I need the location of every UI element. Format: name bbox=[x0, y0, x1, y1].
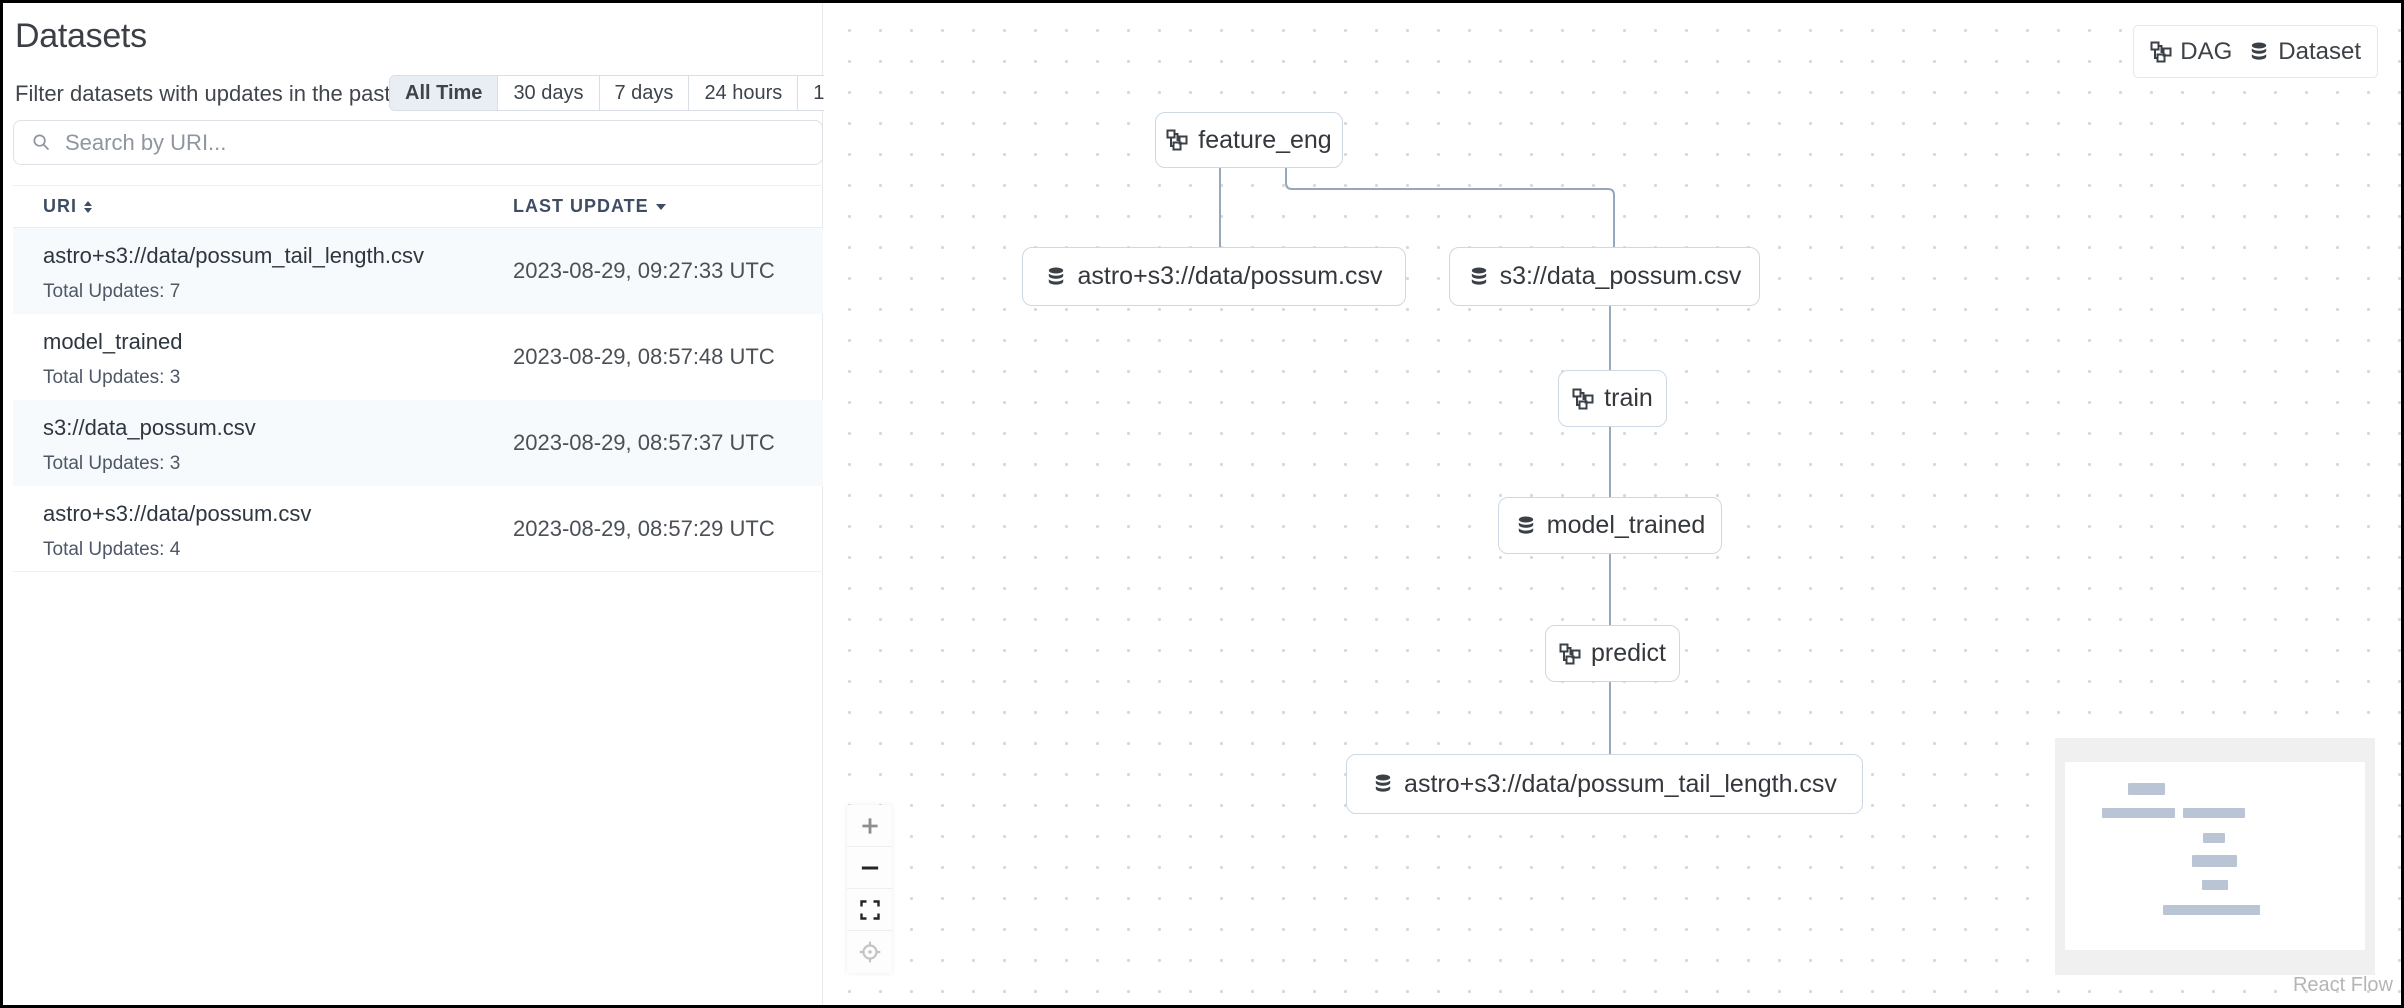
graph-legend: DAG Dataset bbox=[2133, 25, 2378, 78]
sort-icon bbox=[84, 200, 92, 213]
dataset-total-updates: Total Updates: 3 bbox=[43, 453, 181, 474]
dataset-last-update: 2023-08-29, 08:57:29 UTC bbox=[513, 515, 775, 541]
dataset-last-update: 2023-08-29, 09:27:33 UTC bbox=[513, 258, 775, 283]
graph-controls bbox=[847, 805, 892, 973]
minimap-node bbox=[2203, 833, 2225, 843]
table-header: URI LAST UPDATE bbox=[13, 185, 823, 228]
dag-icon bbox=[1166, 129, 1188, 151]
react-flow-attribution: React Flow bbox=[2292, 974, 2393, 996]
dataset-total-updates: Total Updates: 4 bbox=[43, 539, 181, 560]
dataset-total-updates: Total Updates: 7 bbox=[43, 281, 181, 302]
fit-view-button[interactable] bbox=[847, 889, 892, 931]
minimap-node bbox=[2183, 808, 2245, 818]
fit-view-icon bbox=[859, 899, 880, 920]
graph-node-dataset-model-trained[interactable]: model_trained bbox=[1498, 497, 1722, 554]
dataset-icon bbox=[2252, 42, 2267, 60]
filter-label: Filter datasets with updates in the past… bbox=[15, 81, 397, 106]
dataset-last-update: 2023-08-29, 08:57:48 UTC bbox=[513, 344, 775, 369]
dataset-last-update: 2023-08-29, 08:57:37 UTC bbox=[513, 430, 775, 455]
time-filter-group: All Time 30 days 7 days 24 hours 1 hour bbox=[389, 75, 886, 111]
search-input[interactable] bbox=[51, 121, 822, 164]
graph-node-dataset-astro-possum-tail-length[interactable]: astro+s3://data/possum_tail_length.csv bbox=[1346, 754, 1863, 814]
graph-node-dag-feature-eng[interactable]: feature_eng bbox=[1155, 112, 1343, 168]
dataset-icon bbox=[1049, 267, 1064, 285]
zoom-in-button[interactable] bbox=[847, 805, 892, 847]
minimap-node bbox=[2192, 855, 2237, 867]
dataset-icon bbox=[1375, 774, 1391, 792]
dataset-uri: astro+s3://data/possum_tail_length.csv bbox=[43, 243, 424, 268]
graph-node-dag-train[interactable]: train bbox=[1558, 370, 1667, 427]
dag-icon bbox=[1559, 643, 1581, 664]
page-title: Datasets bbox=[15, 17, 147, 55]
crosshair-icon bbox=[859, 941, 880, 963]
search-box bbox=[13, 120, 823, 165]
datasets-panel: Datasets Filter datasets with updates in… bbox=[3, 3, 886, 1005]
minimap-node bbox=[2102, 808, 2175, 818]
focus-button[interactable] bbox=[847, 931, 892, 973]
filter-button-all-time[interactable]: All Time bbox=[390, 76, 498, 110]
dag-icon bbox=[1572, 388, 1594, 409]
filter-row: Filter datasets with updates in the past… bbox=[15, 75, 886, 111]
minimap-node bbox=[2202, 880, 2228, 890]
graph-node-dag-predict[interactable]: predict bbox=[1545, 625, 1680, 682]
dataset-icon bbox=[1471, 267, 1486, 285]
dataset-row[interactable]: astro+s3://data/possum_tail_length.csv T… bbox=[13, 228, 823, 314]
dataset-row[interactable]: s3://data_possum.csv Total Updates: 3 20… bbox=[13, 400, 823, 486]
plus-icon bbox=[861, 817, 878, 834]
legend-dag: DAG bbox=[2150, 38, 2232, 66]
dataset-uri: astro+s3://data/possum.csv bbox=[43, 501, 312, 526]
minimap-node bbox=[2163, 905, 2260, 915]
search-icon bbox=[33, 134, 49, 150]
graph-node-dataset-astro-possum[interactable]: astro+s3://data/possum.csv bbox=[1022, 247, 1406, 306]
graph-canvas[interactable]: feature_eng astro+s3://data/possum.csv s… bbox=[824, 3, 2401, 1005]
column-header-uri[interactable]: URI bbox=[13, 196, 513, 217]
dataset-uri: model_trained bbox=[43, 329, 183, 354]
legend-dataset: Dataset bbox=[2248, 38, 2361, 66]
minus-icon bbox=[861, 865, 878, 870]
sort-desc-icon bbox=[655, 203, 666, 210]
column-header-last-update[interactable]: LAST UPDATE bbox=[513, 196, 823, 217]
dataset-icon bbox=[1518, 516, 1533, 534]
filter-button-24-hours[interactable]: 24 hours bbox=[688, 76, 798, 110]
dataset-total-updates: Total Updates: 3 bbox=[43, 367, 181, 388]
minimap-node bbox=[2128, 783, 2165, 795]
dataset-row[interactable]: astro+s3://data/possum.csv Total Updates… bbox=[13, 486, 823, 572]
zoom-out-button[interactable] bbox=[847, 847, 892, 889]
dataset-uri: s3://data_possum.csv bbox=[43, 415, 256, 440]
graph-node-dataset-s3-data-possum[interactable]: s3://data_possum.csv bbox=[1449, 247, 1760, 306]
dataset-row[interactable]: model_trained Total Updates: 3 2023-08-2… bbox=[13, 314, 823, 400]
filter-button-7-days[interactable]: 7 days bbox=[598, 76, 689, 110]
graph-minimap[interactable] bbox=[2055, 738, 2375, 975]
datasets-table: URI LAST UPDATE astro+s3://data/possum_t… bbox=[13, 185, 823, 572]
dag-icon bbox=[2150, 41, 2172, 62]
filter-button-30-days[interactable]: 30 days bbox=[497, 76, 599, 110]
